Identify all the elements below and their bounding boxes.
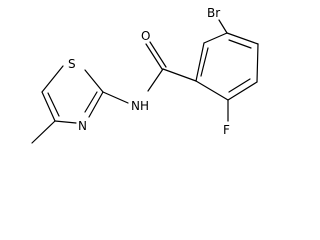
bond-ring-c6-c1 xyxy=(195,42,205,82)
bond-carbonyl-double-a xyxy=(145,43,163,70)
bond-ring-c2-c3 xyxy=(226,32,259,45)
bond-c5-c4 xyxy=(41,91,56,122)
bond-c5-c4-inner xyxy=(47,92,60,117)
bond-methyl xyxy=(31,120,56,144)
bond-ring-c4-c5 xyxy=(227,81,258,101)
atom-amide-nh: NH xyxy=(131,99,149,113)
bond-ring-c3-c4 xyxy=(256,43,259,83)
bond-c2-s xyxy=(84,69,104,93)
bond-c4-n3 xyxy=(54,120,77,124)
bond-ring-c5-c6 xyxy=(195,80,229,101)
atom-oxygen: O xyxy=(141,29,150,43)
bond-n-thiazole xyxy=(102,91,129,104)
bond-carbonyl-double-b xyxy=(149,41,167,68)
atom-bromine: Br xyxy=(207,6,220,20)
bond-ring-inner-2 xyxy=(228,78,251,93)
atom-sulfur: S xyxy=(68,57,76,71)
structure-canvas: Br F O NH S N xyxy=(31,6,259,144)
bond-n3-c2-inner xyxy=(84,91,98,113)
bond-ring-inner-1 xyxy=(228,39,252,49)
thiazole-ring xyxy=(41,65,104,124)
bond-c-br xyxy=(218,19,228,34)
atom-ring-nitrogen: N xyxy=(78,119,87,133)
bond-s-c5 xyxy=(41,65,64,93)
bond-ring-inner-3 xyxy=(200,47,209,77)
benzene-ring xyxy=(195,32,259,101)
bond-n3-c2 xyxy=(88,91,104,118)
bond-ring-carbonyl xyxy=(162,68,197,82)
bond-ring-c1-c2 xyxy=(203,32,228,44)
atom-fluorine: F xyxy=(223,123,230,137)
bond-carbonyl-n xyxy=(147,68,164,92)
molecule-drawing: Br F O NH S N xyxy=(31,6,259,144)
